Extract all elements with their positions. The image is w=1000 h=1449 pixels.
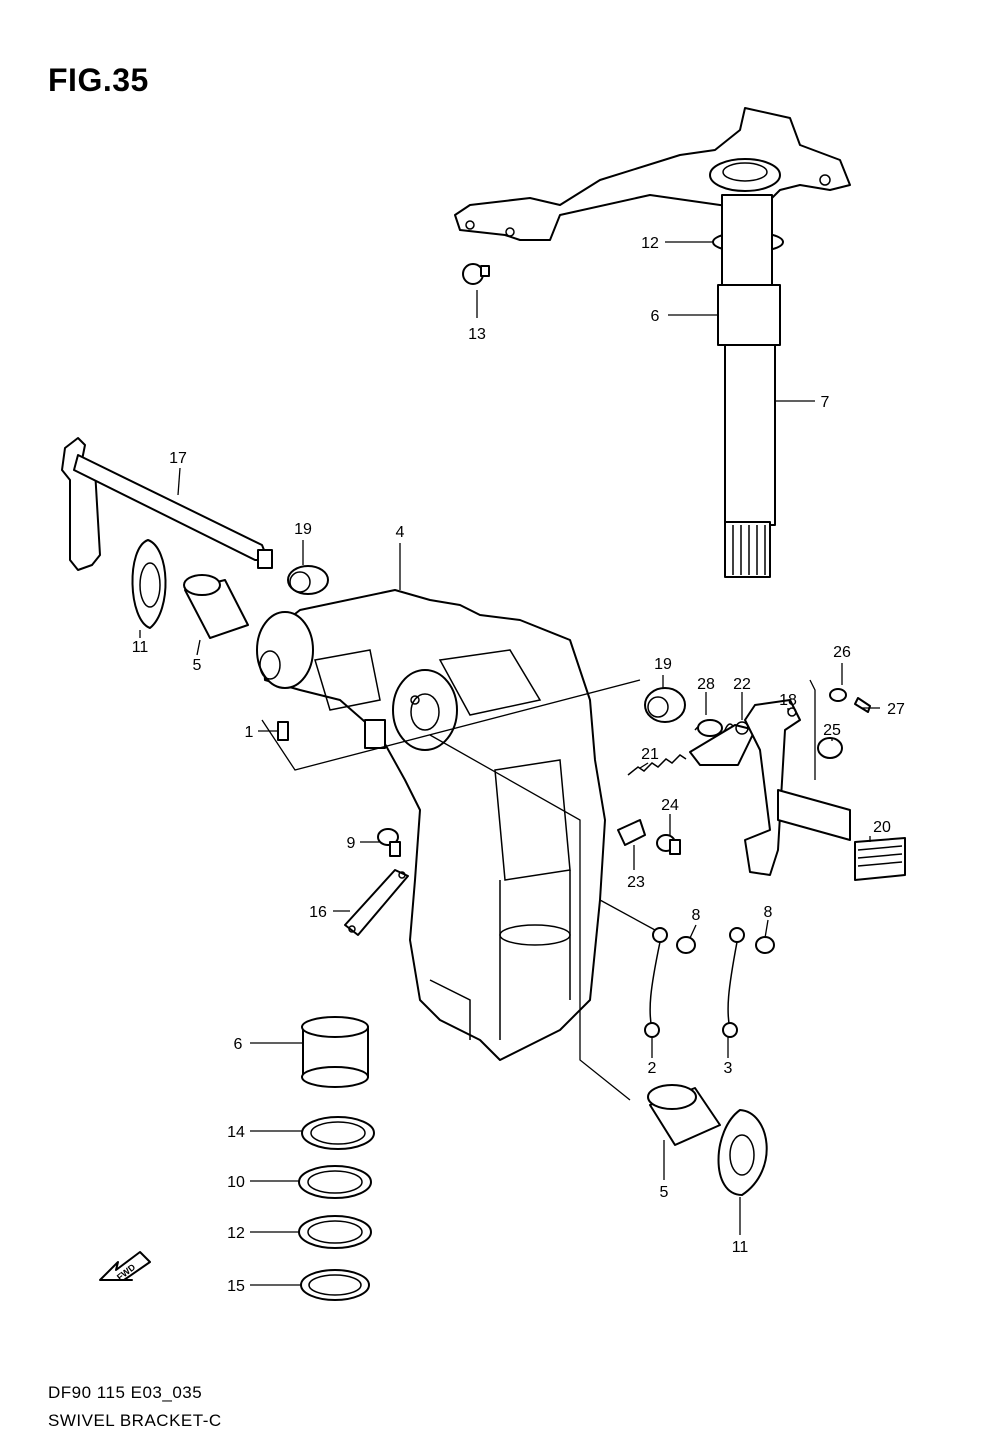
callout-c5b: 5: [660, 1184, 669, 1201]
callout-c2: 2: [648, 1060, 657, 1077]
callout-c25: 25: [823, 722, 841, 739]
lever-18-part: [744, 699, 851, 876]
grease-nipple-part: [277, 721, 289, 741]
bolt-8a-part: [676, 936, 696, 954]
bolt-13-part: [462, 263, 490, 285]
bush-5a-part: [183, 574, 249, 639]
callout-c10: 10: [227, 1174, 245, 1191]
washer-11b-part: [717, 1109, 768, 1196]
callout-c4: 4: [396, 524, 405, 541]
lever-22-part: [689, 721, 756, 766]
clip-23-part: [617, 819, 646, 846]
callout-c1: 1: [245, 724, 254, 741]
washer-11a-part: [131, 539, 167, 629]
steering-arm: [454, 107, 851, 241]
steering-shaft: [717, 194, 781, 578]
fwd-arrow-icon: FWD: [99, 1251, 151, 1282]
washer-26-part: [829, 688, 847, 702]
callout-c28: 28: [697, 676, 715, 693]
leader-lines: [139, 241, 880, 1286]
callout-c26: 26: [833, 644, 851, 661]
callout-c8b: 8: [764, 904, 773, 921]
spring-28-part: [694, 719, 736, 737]
callout-c17: 17: [169, 450, 187, 467]
callout-c6b: 6: [234, 1036, 243, 1053]
tilt-rod-part: [61, 437, 273, 571]
pin-16-part: [344, 869, 409, 936]
callout-c18: 18: [779, 692, 797, 709]
callout-c14: 14: [227, 1124, 245, 1141]
bolt-8b-part: [755, 936, 775, 954]
pin-27-part: [854, 697, 871, 713]
callout-c7: 7: [821, 394, 830, 411]
callout-c27: 27: [887, 701, 905, 718]
callout-c20: 20: [873, 819, 891, 836]
callout-c23: 23: [627, 874, 645, 891]
callout-c16: 16: [309, 904, 327, 921]
bush-19a-part: [287, 565, 329, 595]
bush-5b-part: [647, 1084, 721, 1146]
callout-c22: 22: [733, 676, 751, 693]
footer-name: SWIVEL BRACKET-C: [48, 1411, 222, 1430]
bush-19b-part: [644, 687, 686, 723]
callout-c9: 9: [347, 835, 356, 852]
callout-c3: 3: [724, 1060, 733, 1077]
lead-wire-3-part: [722, 927, 745, 1038]
circlip-15-part: [300, 1269, 370, 1301]
washer-12-part: [298, 1215, 372, 1249]
callout-c19a: 19: [294, 521, 312, 538]
callout-c8a: 8: [692, 907, 701, 924]
callout-c24: 24: [661, 797, 679, 814]
callout-c11a: 11: [132, 639, 149, 656]
washer-14-part: [301, 1116, 375, 1150]
callout-c19b: 19: [654, 656, 672, 673]
washer-10-part: [298, 1165, 372, 1199]
screw-24-part: [656, 834, 681, 855]
nut-25-part: [817, 737, 843, 759]
pad-20-part: [854, 837, 906, 881]
callout-c12a: 12: [641, 235, 659, 252]
footer-code: DF90 115 E03_035: [48, 1383, 203, 1402]
callout-c6a: 6: [651, 308, 660, 325]
callout-c11b: 11: [732, 1239, 749, 1256]
callout-c5a: 5: [193, 657, 202, 674]
callout-c21: 21: [641, 746, 659, 763]
swivel-bracket-body: [256, 589, 606, 1061]
callout-c15: 15: [227, 1278, 245, 1295]
callout-c13: 13: [468, 326, 486, 343]
bolt-9-part: [377, 828, 401, 857]
lead-wire-2-part: [644, 927, 668, 1038]
figure-title: FIG.35: [48, 62, 149, 98]
bush-6b-part: [301, 1016, 369, 1088]
callout-c12b: 12: [227, 1225, 245, 1242]
spring-21-part: [627, 754, 687, 776]
